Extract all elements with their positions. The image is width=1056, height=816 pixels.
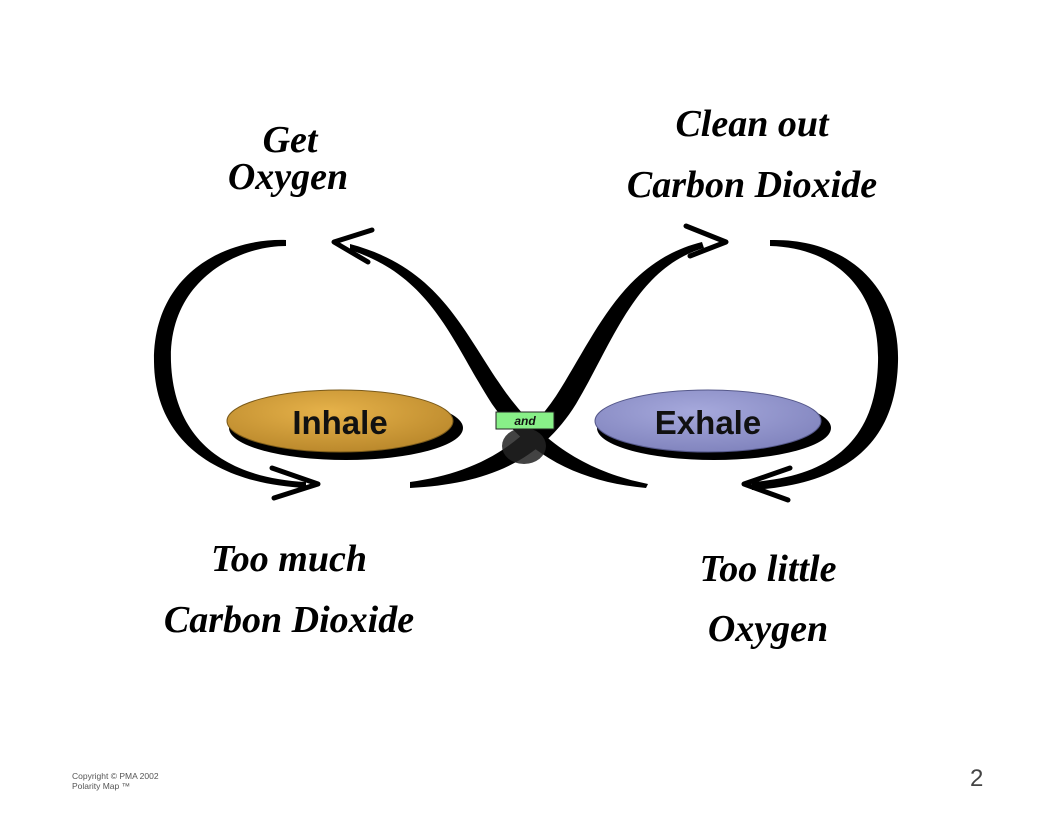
top-left-line1: Get [262, 119, 318, 161]
exhale-label: Exhale [655, 404, 761, 441]
crossing-shadow [502, 428, 546, 464]
and-connector-label: and [514, 414, 536, 428]
left-loop-arrowhead [269, 465, 321, 501]
bottom-left-line2: Carbon Dioxide [163, 599, 415, 641]
bottom-left-line1: Too much [211, 538, 367, 580]
top-left-line2: Oxygen [227, 156, 349, 198]
bottom-right-line1: Too little [699, 548, 837, 590]
cross-top-right-arrowhead [683, 223, 729, 259]
top-right-line1: Clean out [675, 103, 829, 145]
bottom-right-line2: Oxygen [707, 608, 829, 650]
cross-top-left-arrowhead [331, 227, 375, 265]
inhale-pole [226, 389, 454, 453]
copyright-line: Copyright © PMA 2002 [72, 771, 159, 781]
inhale-label: Inhale [292, 404, 387, 441]
and-connector-box [495, 411, 555, 430]
page-number: 2 [970, 765, 984, 792]
cross-stroke-right-to-left [410, 242, 704, 488]
top-right-line2: Carbon Dioxide [626, 164, 878, 206]
polarity-map-trademark: Polarity Map ™ [72, 781, 131, 791]
copyright-notice: Copyright © PMA 2002 Polarity Map ™ [72, 771, 159, 791]
exhale-pole [594, 389, 822, 453]
right-loop-arrowhead [741, 465, 793, 503]
